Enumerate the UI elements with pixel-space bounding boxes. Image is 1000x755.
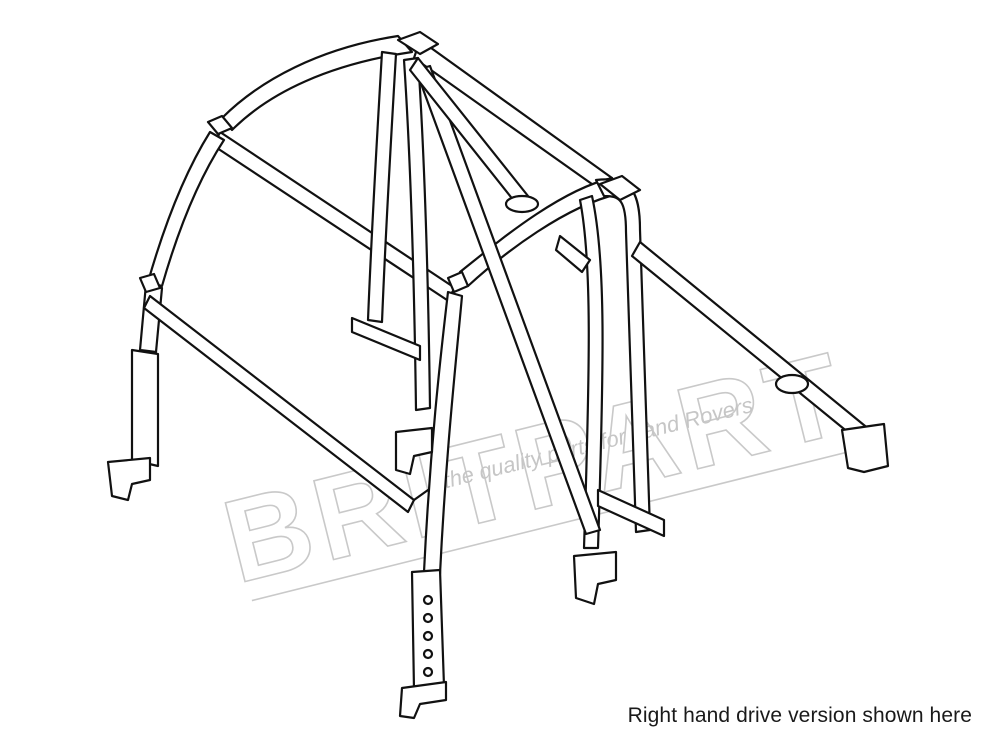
caption-text: Right hand drive version shown here xyxy=(627,704,972,727)
roll-cage-icon xyxy=(106,30,890,720)
